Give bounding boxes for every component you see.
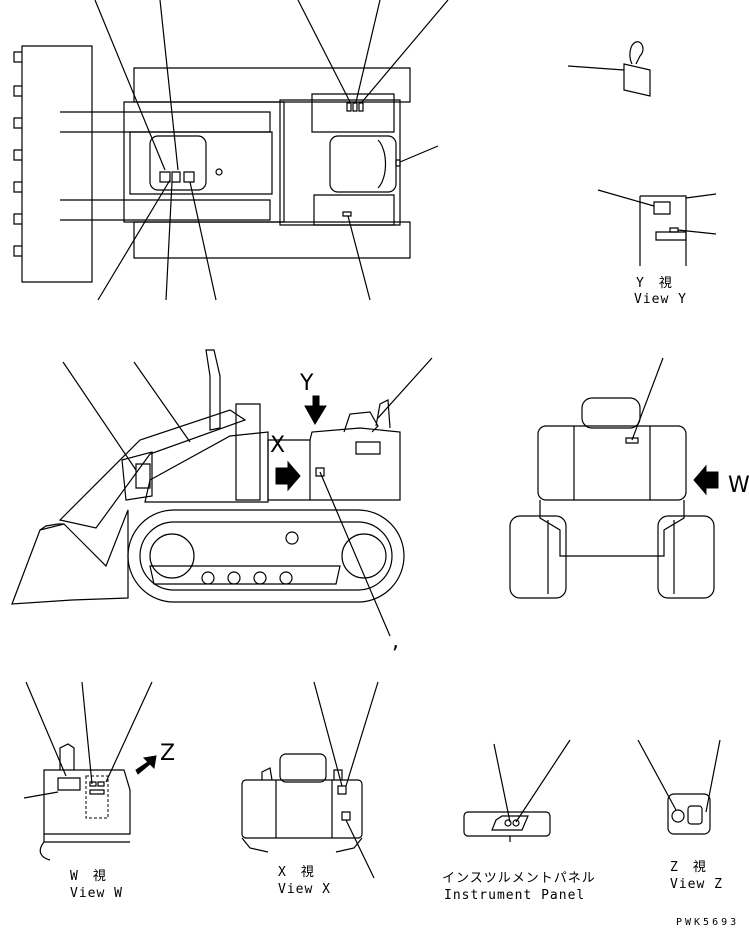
instrument-panel-caption-en: Instrument Panel: [444, 888, 585, 903]
drawing-code: PWK5693: [676, 917, 739, 928]
view-y-caption-jp: Y 視: [636, 276, 673, 291]
view-z-drawing: [638, 740, 720, 834]
view-w-caption-en: View W: [70, 886, 123, 901]
side-view-machine: [12, 350, 432, 636]
view-z-caption-jp: Z 視: [670, 860, 707, 875]
instrument-panel-drawing: [464, 740, 570, 842]
instrument-panel-caption-jp: インスツルメントパネル: [442, 871, 596, 886]
view-y-marker: Y: [299, 371, 314, 396]
detail-tag: [568, 42, 650, 96]
stray-mark: ,: [392, 629, 399, 654]
view-w-drawing: [24, 682, 156, 860]
view-y-caption-en: View Y: [634, 292, 687, 307]
view-x-marker: X: [270, 433, 285, 458]
view-z-marker: Z: [160, 741, 175, 766]
view-x-drawing: [242, 682, 378, 878]
view-y-drawing: [598, 190, 716, 266]
view-z-caption-en: View Z: [670, 877, 723, 892]
view-x-caption-jp: X 視: [278, 865, 315, 880]
front-view-machine: [510, 358, 718, 598]
view-w-caption-jp: W 視: [70, 869, 107, 884]
top-view-machine: [14, 0, 448, 300]
view-w-marker: W: [728, 473, 749, 498]
view-x-caption-en: View X: [278, 882, 331, 897]
